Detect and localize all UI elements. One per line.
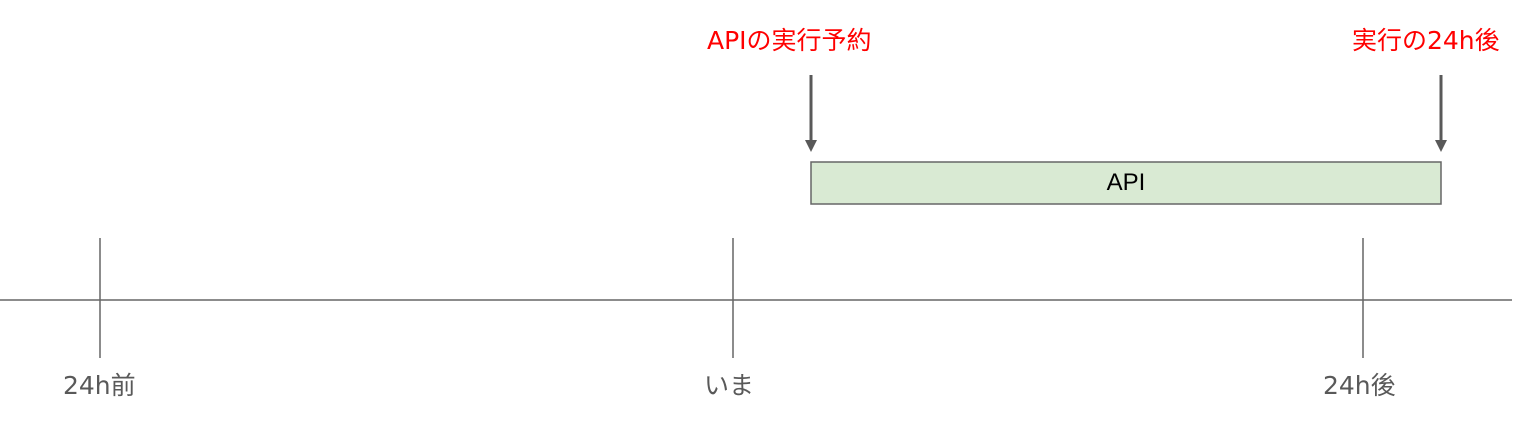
annotation-start: APIの実行予約 <box>707 26 872 55</box>
tick-label-24h-before: 24h前 <box>63 371 136 400</box>
api-bar-label: API <box>1106 169 1146 196</box>
annotation-end: 実行の24h後 <box>1352 26 1500 55</box>
api-bar <box>810 161 1442 205</box>
tick-label-now: いま <box>704 371 755 400</box>
tick-label-24h-after: 24h後 <box>1323 371 1396 400</box>
